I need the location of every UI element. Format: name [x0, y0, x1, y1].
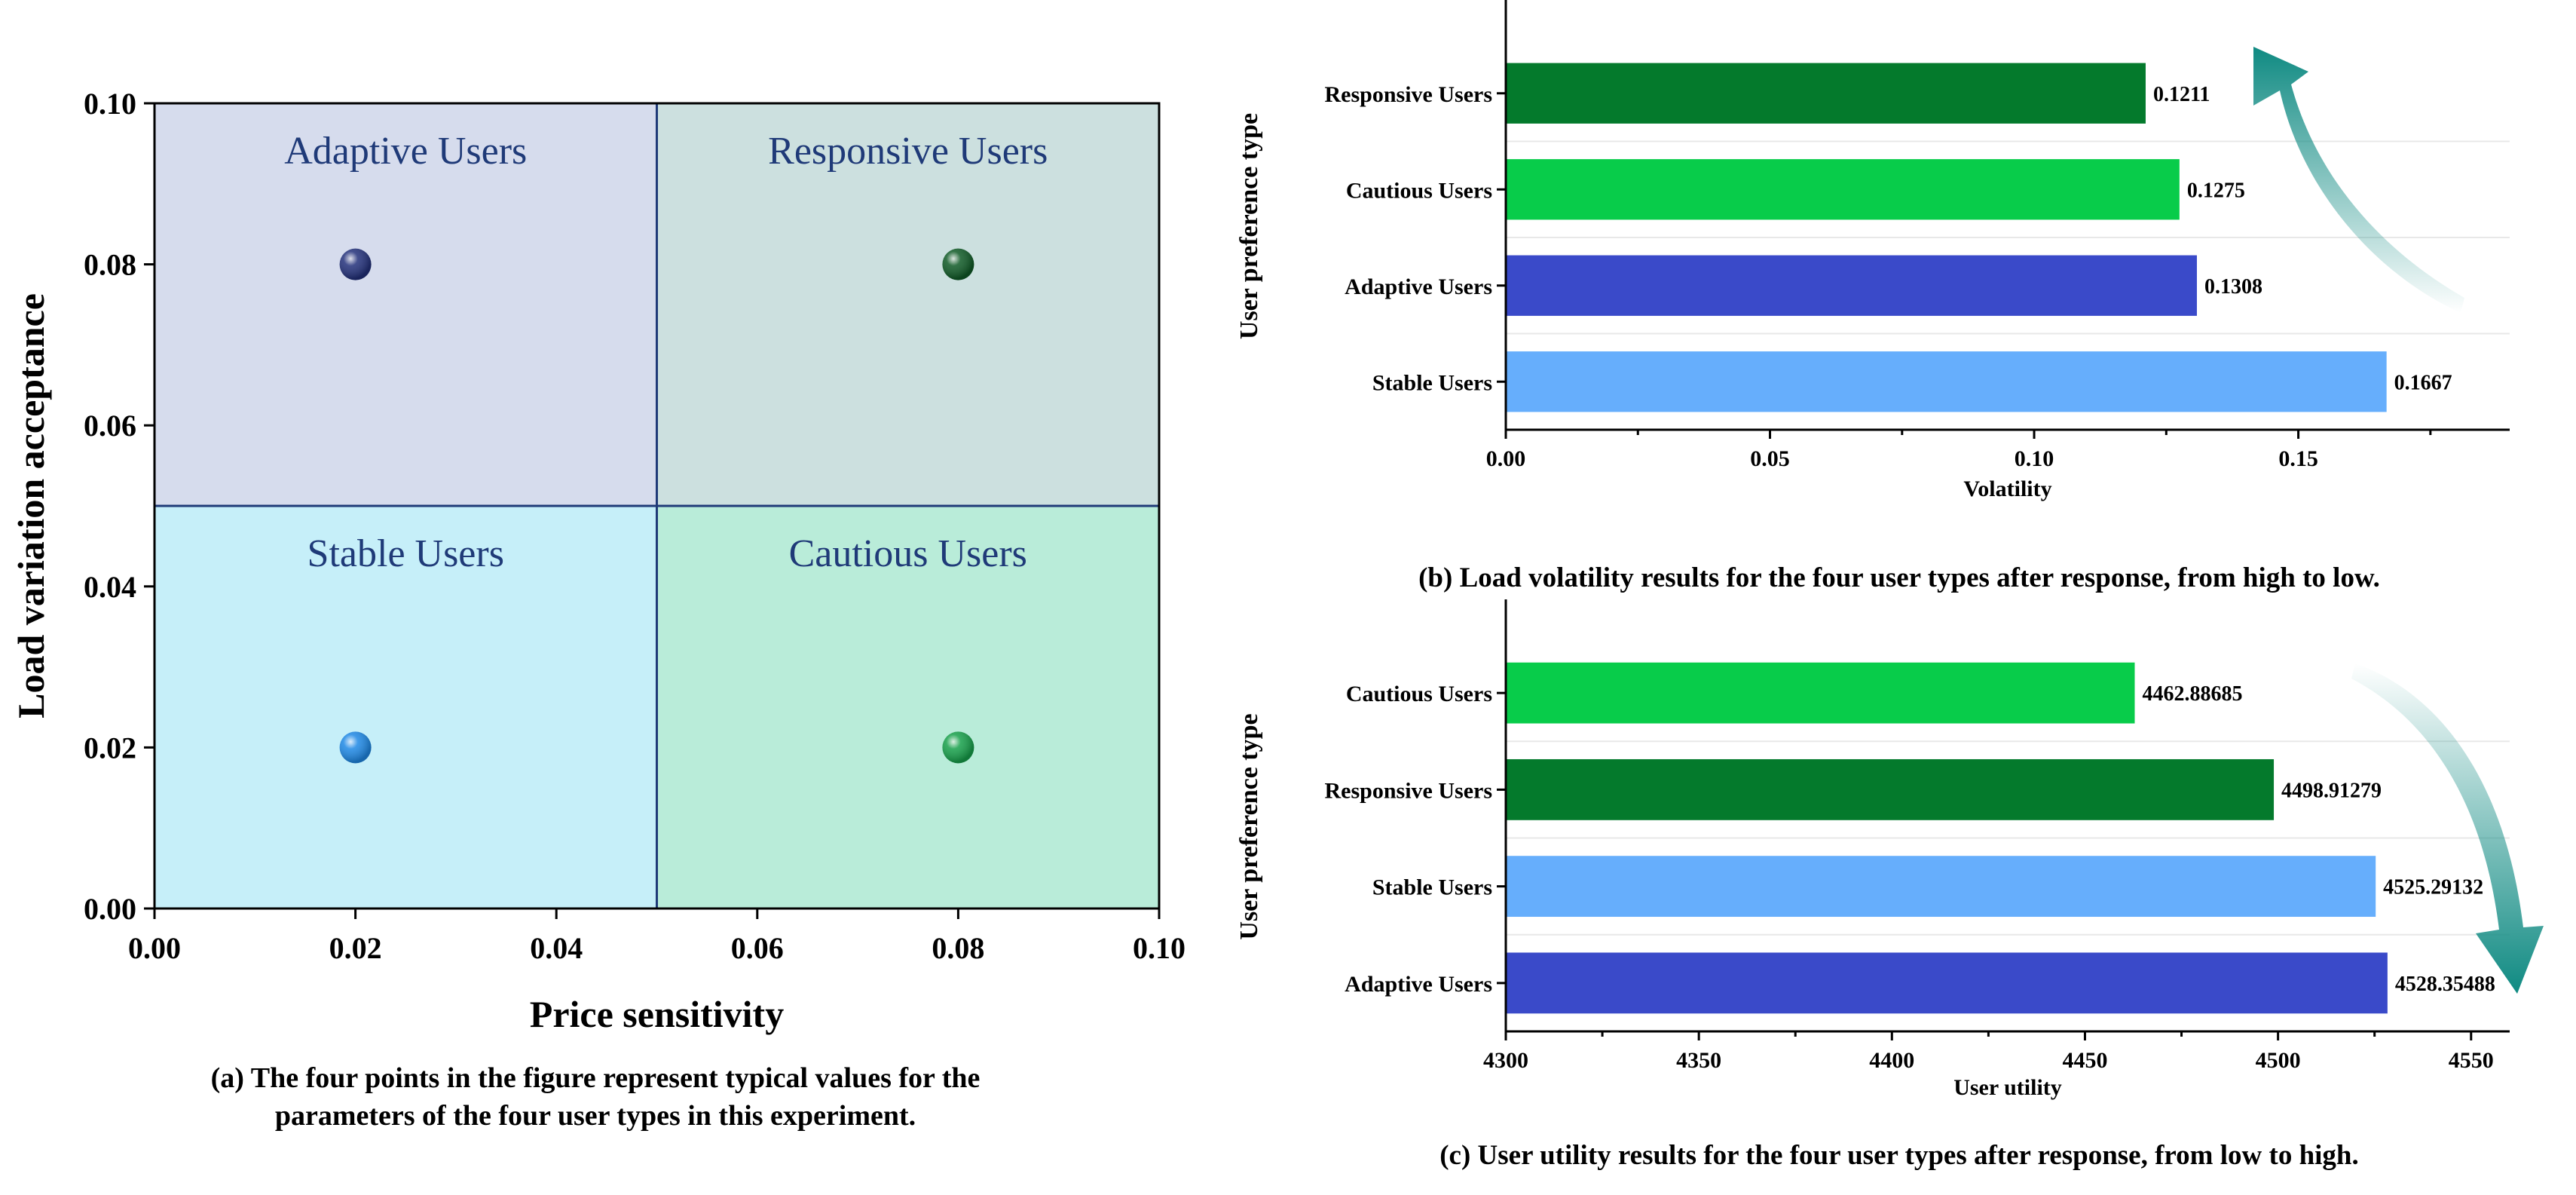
panel-b-bars: 0.1211 Responsive Users 0.1275 Cautious Use… [1325, 63, 2452, 412]
panel-b-trend-arrow [2253, 47, 2464, 313]
x-tick-label: 4300 [1483, 1048, 1528, 1073]
panel-b-gridlines [1506, 140, 2510, 335]
panel-c-x-axis-title: User utility [1953, 1075, 2062, 1100]
quadrant-backgrounds [154, 103, 1159, 909]
bar-stable-users: 0.1667 Stable Users [1372, 351, 2452, 412]
panel-b-axes: 0.00 0.05 0.10 0.15 [1486, 0, 2510, 471]
y-tick-label: 0.10 [84, 87, 136, 121]
bar-adaptive-users: 4528.35488 Adaptive Users [1345, 952, 2495, 1014]
bar-rect [1506, 758, 2275, 820]
x-tick-label: 4550 [2449, 1048, 2494, 1073]
bar-responsive-users: 0.1211 Responsive Users [1325, 63, 2210, 124]
quadrant-label-stable-users: Stable Users [307, 532, 504, 575]
x-tick-label: 0.00 [128, 931, 181, 965]
x-tick-label: 0.00 [1486, 446, 1526, 471]
bar-value-label: 0.1308 [2204, 275, 2262, 299]
y-tick-label: 0.08 [84, 248, 136, 282]
bar-rect [1506, 159, 2180, 220]
x-tick-label: 0.10 [2015, 446, 2054, 471]
point-stable-users [339, 731, 372, 764]
bar-rect [1506, 952, 2388, 1014]
panel-c-caption: (c) User utility results for the four us… [1439, 1140, 2359, 1171]
bar-value-label: 4528.35488 [2395, 973, 2495, 996]
panel-c-utility-bar-chart: 4462.88685 Cautious Users 4498.91279 Respon… [1235, 599, 2544, 1171]
bar-rect [1506, 856, 2376, 918]
point-cautious-users [942, 731, 974, 764]
panel-b-x-axis-title: Volatility [1963, 476, 2051, 501]
point-marker-shine [339, 731, 372, 764]
bar-value-label: 4498.91279 [2281, 779, 2382, 802]
point-responsive-users [942, 248, 974, 280]
category-label: Responsive Users [1325, 82, 1493, 107]
x-tick-label: 4450 [2062, 1048, 2107, 1073]
bar-rect [1506, 255, 2197, 316]
point-adaptive-users [339, 248, 372, 280]
bar-value-label: 0.1211 [2153, 83, 2210, 106]
panel-a-caption-line-2: parameters of the four user types in thi… [275, 1100, 916, 1132]
bar-rect [1506, 351, 2387, 412]
x-tick-label: 0.10 [1133, 931, 1186, 965]
x-tick-label: 0.06 [731, 931, 784, 965]
quadrant-label-responsive-users: Responsive Users [768, 130, 1048, 173]
bar-value-label: 4462.88685 [2142, 682, 2242, 706]
curved-down-arrow [2351, 663, 2544, 994]
panel-c-y-axis-title: User preference type [1235, 713, 1263, 939]
bar-rect [1506, 662, 2135, 724]
panel-b-volatility-bar-chart: 0.1211 Responsive Users 0.1275 Cautious Use… [1235, 0, 2510, 593]
quadrant-label-cautious-users: Cautious Users [789, 532, 1027, 575]
point-marker-shine [339, 248, 372, 280]
bar-stable-users: 4525.29132 Stable Users [1372, 856, 2483, 918]
x-tick-label: 4350 [1676, 1048, 1721, 1073]
bar-adaptive-users: 0.1308 Adaptive Users [1345, 255, 2262, 316]
bar-value-label: 0.1667 [2394, 371, 2452, 394]
quadrant-cautious-users [656, 506, 1159, 909]
panel-a-frame [153, 102, 1161, 910]
category-label: Adaptive Users [1345, 972, 1492, 997]
y-tick-label: 0.00 [84, 892, 136, 926]
bar-value-label: 4525.29132 [2383, 876, 2483, 899]
curved-up-arrow [2253, 47, 2464, 313]
quadrant-stable-users [154, 506, 657, 909]
point-marker-shine [942, 248, 974, 280]
x-tick-label: 0.04 [530, 931, 583, 965]
bar-cautious-users: 4462.88685 Cautious Users [1346, 662, 2242, 724]
panel-b-caption: (b) Load volatility results for the four… [1418, 562, 2380, 593]
panel-a-caption-line-1: (a) The four points in the figure repres… [211, 1062, 981, 1094]
x-tick-label: 0.08 [932, 931, 984, 965]
category-label: Stable Users [1372, 875, 1492, 900]
y-tick-label: 0.06 [84, 409, 136, 443]
x-tick-label: 0.02 [329, 931, 382, 965]
panel-b-y-axis-title: User preference type [1235, 113, 1263, 339]
x-tick-label: 4500 [2256, 1048, 2301, 1073]
y-tick-label: 0.04 [84, 570, 136, 604]
quadrant-responsive-users [656, 103, 1159, 506]
x-tick-label: 0.15 [2278, 446, 2318, 471]
x-tick-label: 4400 [1869, 1048, 1914, 1073]
panel-c-axes: 4300 4350 4400 4450 4500 4550 [1483, 599, 2510, 1073]
bar-cautious-users: 0.1275 Cautious Users [1346, 159, 2245, 220]
quadrant-adaptive-users [154, 103, 657, 506]
bar-responsive-users: 4498.91279 Responsive Users [1325, 758, 2382, 820]
panel-a-axes: 0.00 0.02 0.04 0.06 0.08 0.10 0.00 0.02 0.04 0.06… [84, 87, 1186, 965]
panel-a-x-axis-title: Price sensitivity [530, 993, 784, 1035]
category-label: Cautious Users [1346, 682, 1492, 706]
quadrant-label-adaptive-users: Adaptive Users [284, 130, 527, 173]
category-label: Responsive Users [1325, 778, 1493, 803]
panel-a-y-axis-title: Load variation acceptance [10, 293, 52, 719]
bar-value-label: 0.1275 [2187, 179, 2245, 202]
category-label: Stable Users [1372, 370, 1492, 395]
panel-c-trend-arrow [2351, 663, 2544, 994]
scatter-points [339, 248, 974, 764]
category-label: Adaptive Users [1345, 274, 1492, 299]
panel-c-bars: 4462.88685 Cautious Users 4498.91279 Respon… [1325, 662, 2495, 1014]
category-label: Cautious Users [1346, 178, 1492, 203]
y-tick-label: 0.02 [84, 731, 136, 764]
x-tick-label: 0.05 [1750, 446, 1790, 471]
point-marker-shine [942, 731, 974, 764]
bar-rect [1506, 63, 2146, 124]
panel-c-gridlines [1506, 740, 2510, 936]
